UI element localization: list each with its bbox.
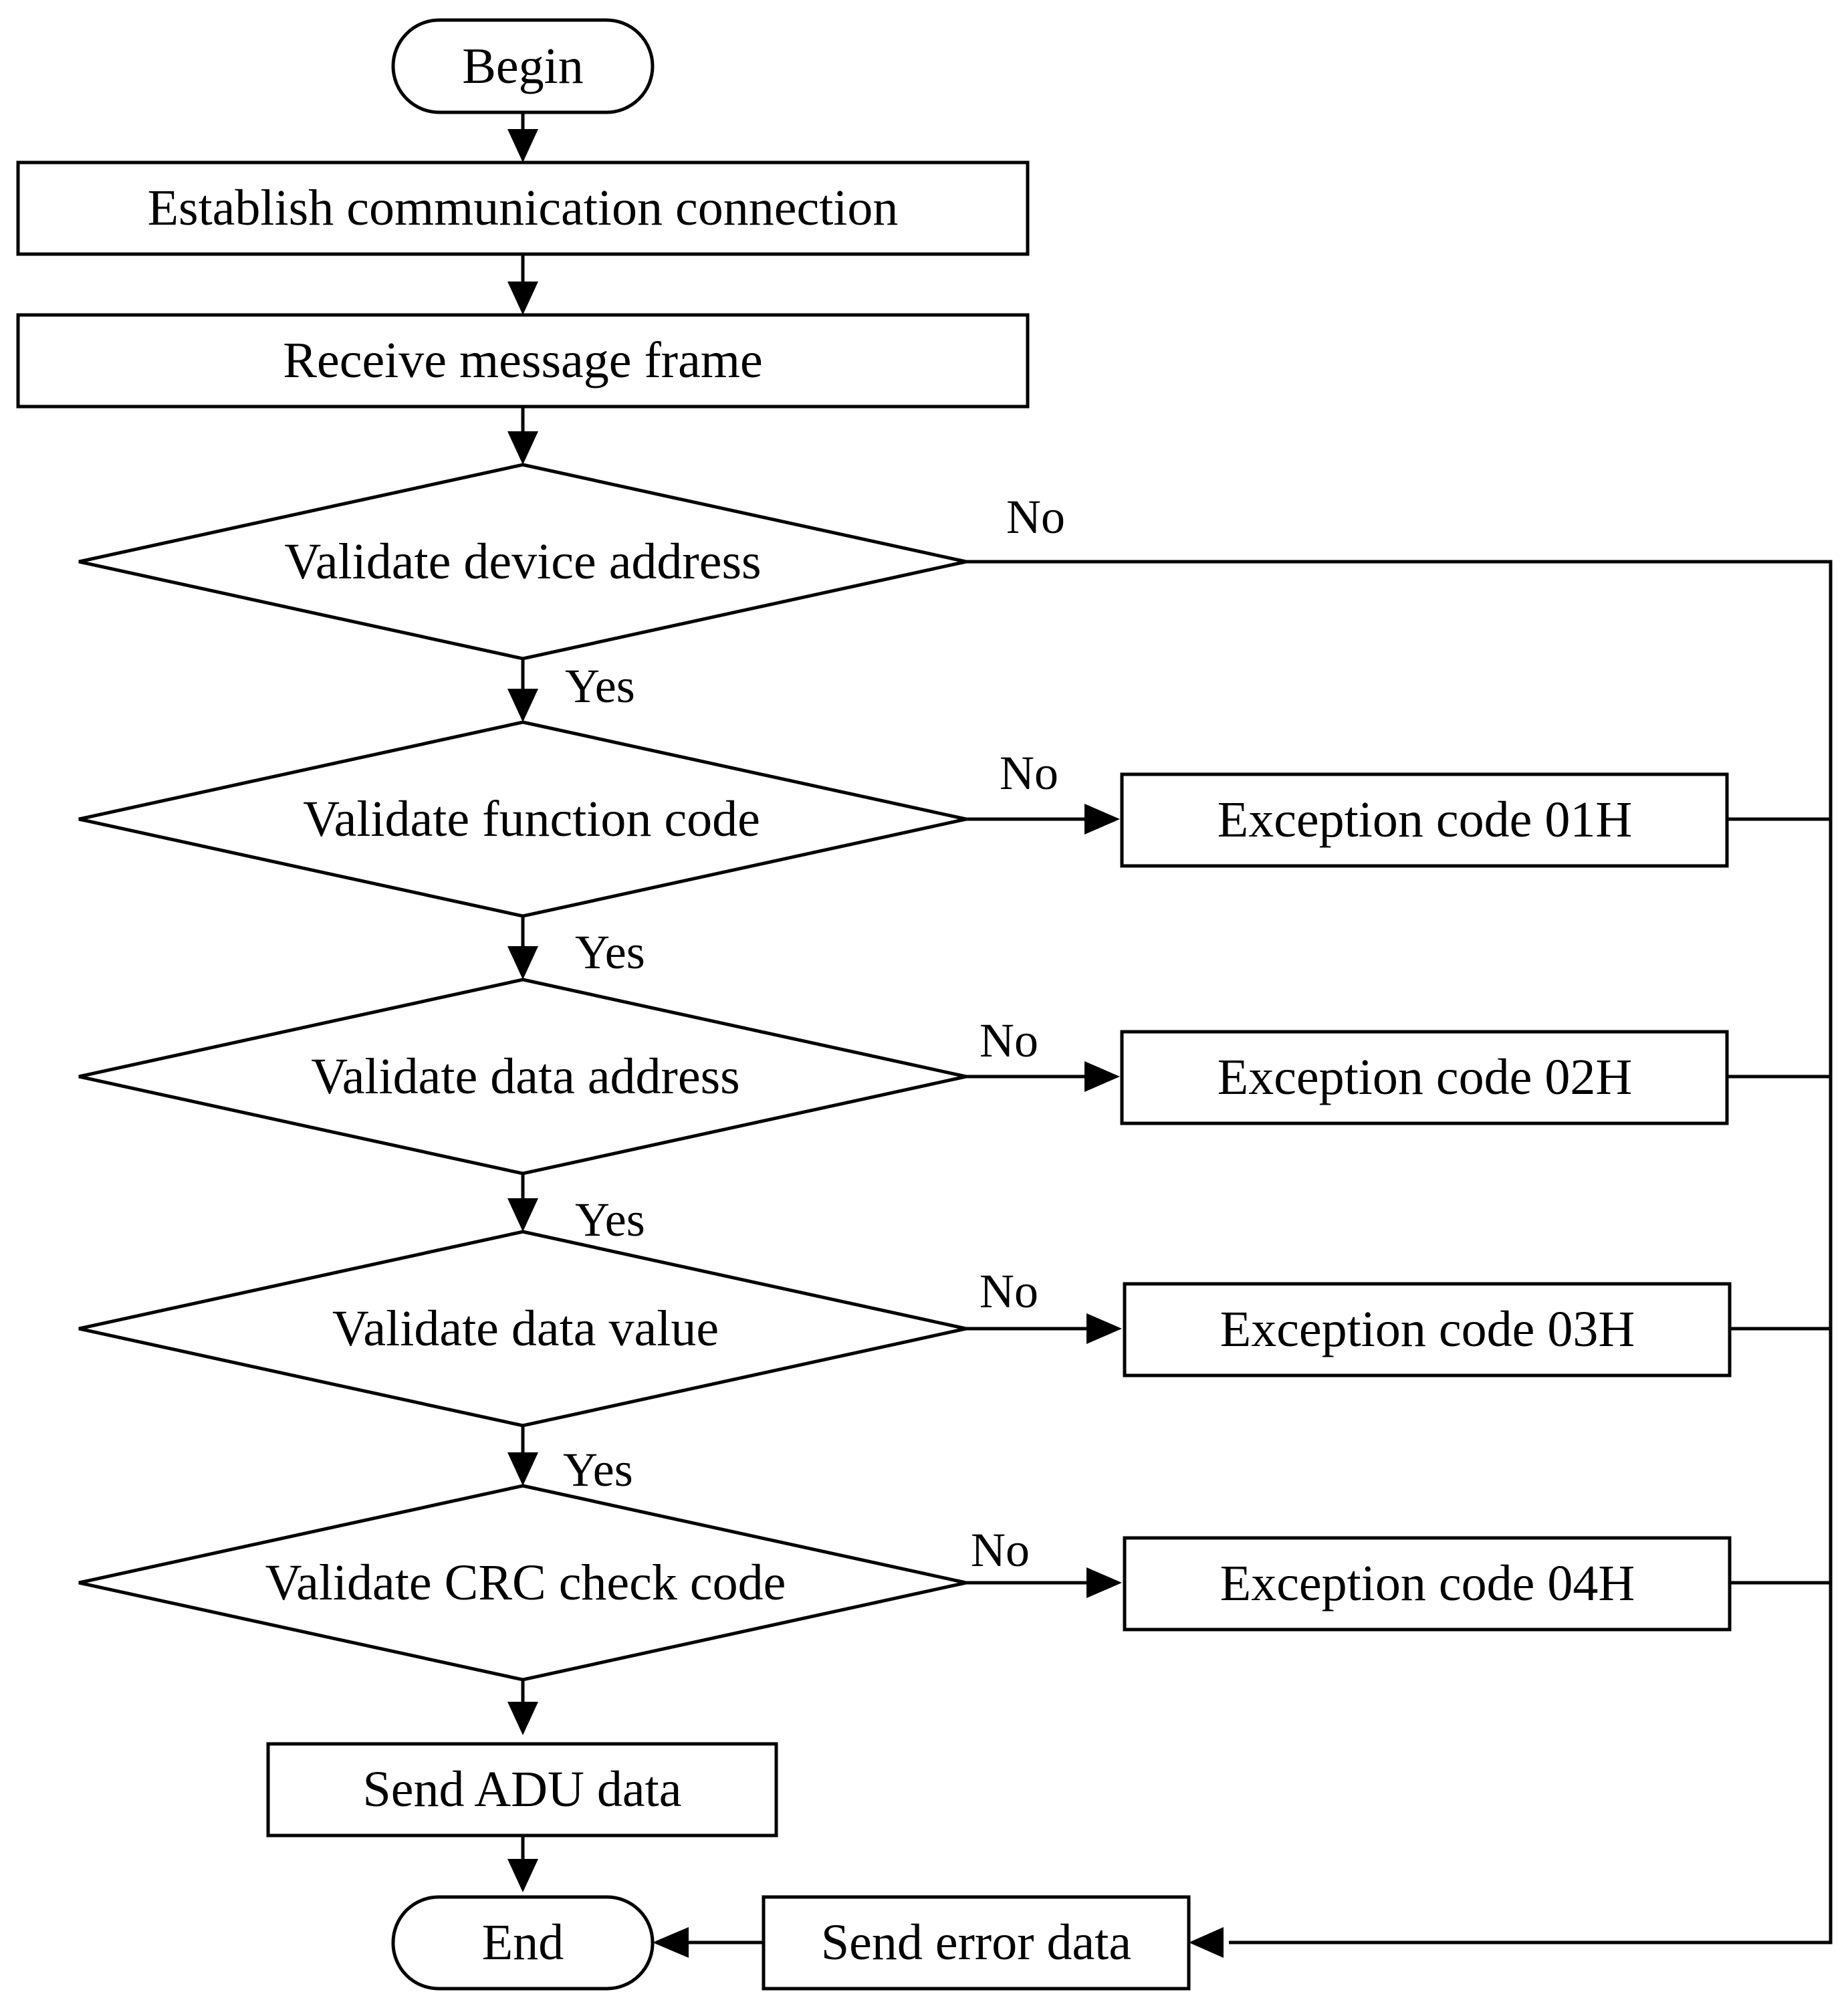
- node-label: Establish communication connection: [148, 180, 899, 236]
- label-no-function: No: [1000, 746, 1058, 800]
- label-yes-data-value: Yes: [563, 1443, 633, 1496]
- process-shape: [266, 1742, 778, 1838]
- node-establish: Establish communication connection: [16, 160, 1030, 256]
- decision-shape: [78, 978, 967, 1176]
- arrowhead-establish: [507, 129, 538, 162]
- node-label: Exception code 03H: [1220, 1301, 1635, 1357]
- node-label: Validate data value: [332, 1301, 719, 1357]
- node-label: Send error data: [821, 1914, 1131, 1971]
- node-label: End: [482, 1914, 564, 1971]
- arrowhead-exception-01: [1084, 804, 1120, 834]
- node-receive: Receive message frame: [16, 313, 1030, 409]
- arrowhead-end-from-error: [653, 1927, 689, 1958]
- decision-shape: [78, 1484, 967, 1682]
- node-label: Exception code 04H: [1220, 1555, 1635, 1611]
- node-label: Exception code 01H: [1218, 792, 1632, 848]
- node-label: Receive message frame: [283, 332, 762, 388]
- process-shape: [1120, 1030, 1729, 1125]
- process-shape: [16, 160, 1030, 256]
- connectors: [521, 112, 1833, 1944]
- decision-data-address: Validate data address: [78, 978, 967, 1176]
- decision-shape: [78, 1230, 967, 1428]
- arrowhead-data-value: [507, 1198, 538, 1232]
- node-label: Validate device address: [284, 534, 761, 590]
- node-end: End: [391, 1895, 655, 1991]
- node-label: Validate CRC check code: [265, 1555, 786, 1611]
- terminator-shape: [391, 1895, 655, 1991]
- edge-labels: No Yes No Yes No Yes No Yes No: [563, 490, 1065, 1577]
- arrowheads: [507, 129, 1224, 1958]
- process-shape: [16, 313, 1030, 409]
- arrowhead-send-error: [1189, 1927, 1224, 1958]
- arrowhead-receive: [507, 282, 538, 315]
- decision-data-value: Validate data value: [78, 1230, 967, 1428]
- label-yes-device: Yes: [565, 659, 635, 713]
- arrowhead-exception-03: [1086, 1313, 1122, 1344]
- process-shape: [762, 1895, 1191, 1991]
- node-label: Validate function code: [303, 791, 760, 847]
- label-yes-function: Yes: [575, 925, 645, 979]
- decision-function: Validate function code: [78, 720, 967, 918]
- arrowhead-end: [507, 1859, 538, 1892]
- node-exception-04: Exception code 04H: [1123, 1536, 1732, 1632]
- node-exception-01: Exception code 01H: [1120, 772, 1729, 868]
- arrowhead-exception-02: [1084, 1061, 1120, 1092]
- label-no-device: No: [1006, 490, 1065, 544]
- arrowhead-send-adu: [507, 1702, 538, 1735]
- label-no-data-value: No: [979, 1264, 1038, 1318]
- decision-device: Validate device address: [78, 463, 967, 661]
- terminator-shape: [391, 18, 655, 114]
- label-no-crc: No: [971, 1523, 1030, 1577]
- arrowhead-exception-04: [1086, 1567, 1122, 1598]
- arrowhead-crc: [507, 1452, 538, 1486]
- process-shape: [1123, 1282, 1732, 1377]
- decision-crc: Validate CRC check code: [78, 1484, 967, 1682]
- node-label: Begin: [462, 38, 584, 94]
- connector-device-no-bus: [966, 560, 1833, 1944]
- arrowhead-function: [507, 689, 538, 722]
- label-no-data-address: No: [979, 1014, 1038, 1067]
- arrowhead-data-address: [507, 946, 538, 980]
- decision-shape: [78, 463, 967, 661]
- arrowhead-device: [507, 431, 538, 465]
- node-exception-03: Exception code 03H: [1123, 1282, 1732, 1377]
- node-label: Validate data address: [311, 1048, 740, 1105]
- node-send-error: Send error data: [762, 1895, 1191, 1991]
- process-shape: [1123, 1536, 1732, 1632]
- node-label: Send ADU data: [362, 1761, 681, 1817]
- decision-shape: [78, 720, 967, 918]
- process-shape: [1120, 772, 1729, 868]
- node-begin: Begin: [391, 18, 655, 114]
- node-exception-02: Exception code 02H: [1120, 1030, 1729, 1125]
- node-label: Exception code 02H: [1218, 1049, 1632, 1105]
- node-send-adu: Send ADU data: [266, 1742, 778, 1838]
- label-yes-data-address: Yes: [575, 1193, 645, 1246]
